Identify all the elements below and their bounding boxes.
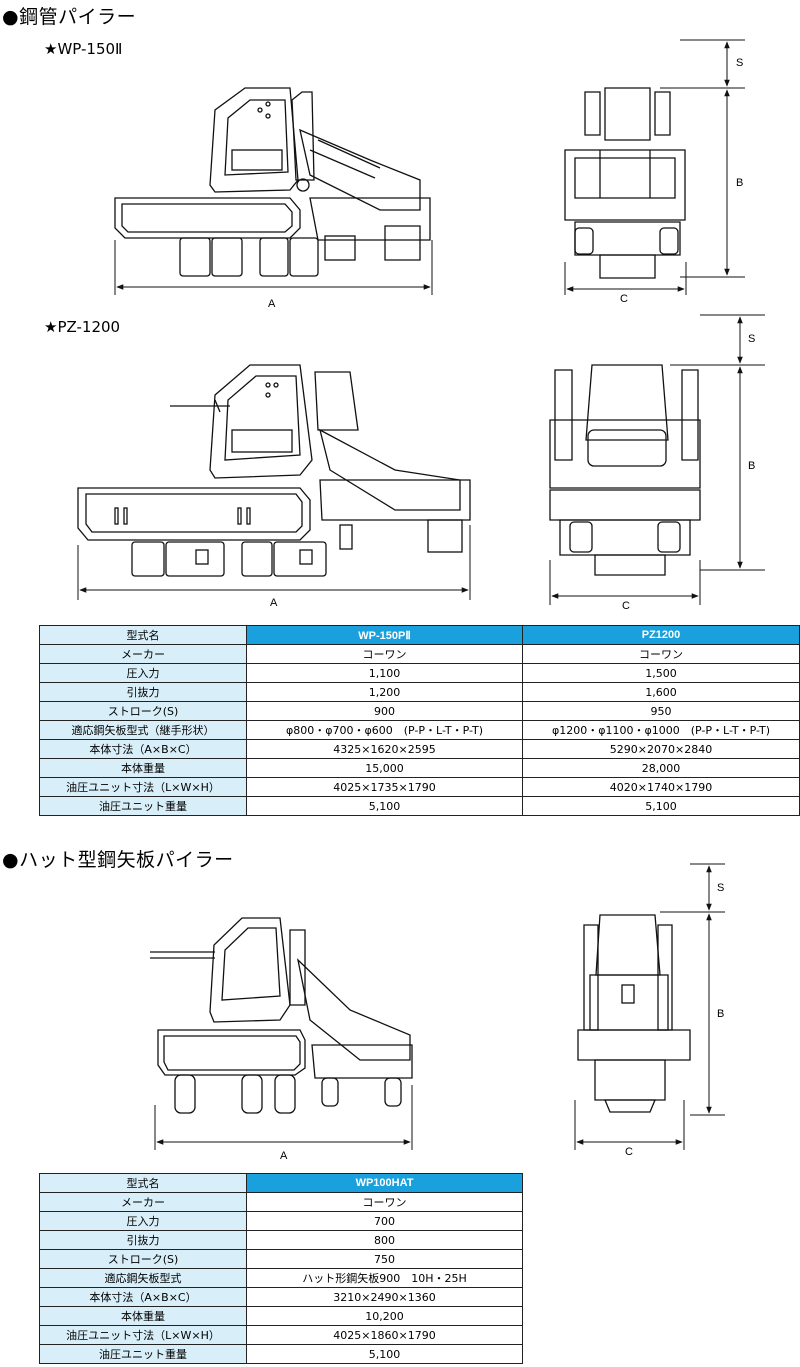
table-cell: 1,600 (522, 682, 800, 702)
table-row: メーカーコーワンコーワン (39, 644, 800, 664)
table-cell: 5290×2070×2840 (522, 739, 800, 759)
dim-s-label: S (717, 882, 725, 894)
table-cell: 5,100 (246, 1344, 523, 1364)
row-label: 油圧ユニット重量 (39, 1344, 247, 1364)
table-cell: 4025×1735×1790 (246, 777, 523, 797)
dim-c-label: C (620, 293, 628, 305)
table-cell: 5,100 (246, 796, 523, 816)
table-row: 本体寸法（A×B×C）3210×2490×1360 (39, 1287, 523, 1307)
table-cell: 1,500 (522, 663, 800, 683)
table-cell: 1,200 (246, 682, 523, 702)
table-cell: 5,100 (522, 796, 800, 816)
table-cell: 800 (246, 1230, 523, 1250)
table-cell: 4020×1740×1790 (522, 777, 800, 797)
table-cell: 3210×2490×1360 (246, 1287, 523, 1307)
dim-a-label: A (268, 298, 276, 310)
table-row: ストローク(S)750 (39, 1249, 523, 1269)
wp150-side-drawing (114, 87, 431, 277)
dim-b-label: B (717, 1008, 725, 1020)
row-label: 圧入力 (39, 1211, 247, 1231)
table-header-row: 型式名 WP100HAT (39, 1173, 523, 1193)
row-label: 本体寸法（A×B×C） (39, 739, 247, 759)
table-cell: 4325×1620×2595 (246, 739, 523, 759)
table-cell: 1,100 (246, 663, 523, 683)
table-cell: 700 (246, 1211, 523, 1231)
table-cell: コーワン (522, 644, 800, 664)
wp150-front-drawing (564, 87, 686, 279)
table-cell: ハット形鋼矢板900 10H・25H (246, 1268, 523, 1288)
table-header-row: 型式名 WP-150PⅡ PZ1200 (39, 625, 800, 645)
header-cell: PZ1200 (522, 625, 800, 645)
dim-c-label: C (622, 600, 630, 612)
table-row: 適応鋼矢板型式（継手形状）φ800・φ700・φ600 (P-P・L-T・P-T… (39, 720, 800, 740)
header-cell: 型式名 (39, 625, 247, 645)
row-label: 本体重量 (39, 1306, 247, 1326)
pz1200-side-drawing (77, 364, 471, 577)
row-label: 油圧ユニット寸法（L×W×H） (39, 1325, 247, 1345)
table-cell: 900 (246, 701, 523, 721)
header-cell: WP-150PⅡ (246, 625, 523, 645)
table-row: メーカーコーワン (39, 1192, 523, 1212)
dim-s-label: S (748, 333, 756, 345)
table-cell: 950 (522, 701, 800, 721)
row-label: 圧入力 (39, 663, 247, 683)
table-cell: 10,200 (246, 1306, 523, 1326)
row-label: 本体寸法（A×B×C） (39, 1287, 247, 1307)
dim-b-label: B (736, 177, 744, 189)
section1-title: ●鋼管パイラー (2, 6, 137, 28)
row-label: 油圧ユニット重量 (39, 796, 247, 816)
row-label: メーカー (39, 1192, 247, 1212)
row-label: 引抜力 (39, 682, 247, 702)
table-cell: φ800・φ700・φ600 (P-P・L-T・P-T) (246, 720, 523, 740)
table-cell: 750 (246, 1249, 523, 1269)
pz1200-front-drawing (549, 364, 701, 576)
header-cell: WP100HAT (246, 1173, 523, 1193)
table-row: 油圧ユニット寸法（L×W×H）4025×1860×1790 (39, 1325, 523, 1345)
table-cell: コーワン (246, 1192, 523, 1212)
dim-c-label: C (625, 1146, 633, 1158)
model2-title: ★PZ-1200 (44, 318, 121, 336)
dim-b-label: B (748, 460, 756, 472)
dimension-lines (77, 39, 765, 1150)
wp100hat-front-drawing (577, 914, 691, 1113)
dim-a-label: A (270, 597, 278, 609)
row-label: 適応鋼矢板型式 (39, 1268, 247, 1288)
row-label: 油圧ユニット寸法（L×W×H） (39, 777, 247, 797)
table-cell: 15,000 (246, 758, 523, 778)
wp100hat-side-drawing (150, 917, 413, 1114)
dim-s-label: S (736, 57, 744, 69)
table-cell: 4025×1860×1790 (246, 1325, 523, 1345)
row-label: メーカー (39, 644, 247, 664)
table-cell: コーワン (246, 644, 523, 664)
header-cell: 型式名 (39, 1173, 247, 1193)
table-cell: φ1200・φ1100・φ1000 (P-P・L-T・P-T) (522, 720, 800, 740)
row-label: 引抜力 (39, 1230, 247, 1250)
row-label: 適応鋼矢板型式（継手形状） (39, 720, 247, 740)
section2-title: ●ハット型鋼矢板パイラー (2, 849, 234, 871)
dim-a-label: A (280, 1150, 288, 1162)
row-label: ストローク(S) (39, 701, 247, 721)
row-label: ストローク(S) (39, 1249, 247, 1269)
model1-title: ★WP-150Ⅱ (44, 40, 123, 58)
table-row: 適応鋼矢板型式ハット形鋼矢板900 10H・25H (39, 1268, 523, 1288)
table-cell: 28,000 (522, 758, 800, 778)
row-label: 本体重量 (39, 758, 247, 778)
